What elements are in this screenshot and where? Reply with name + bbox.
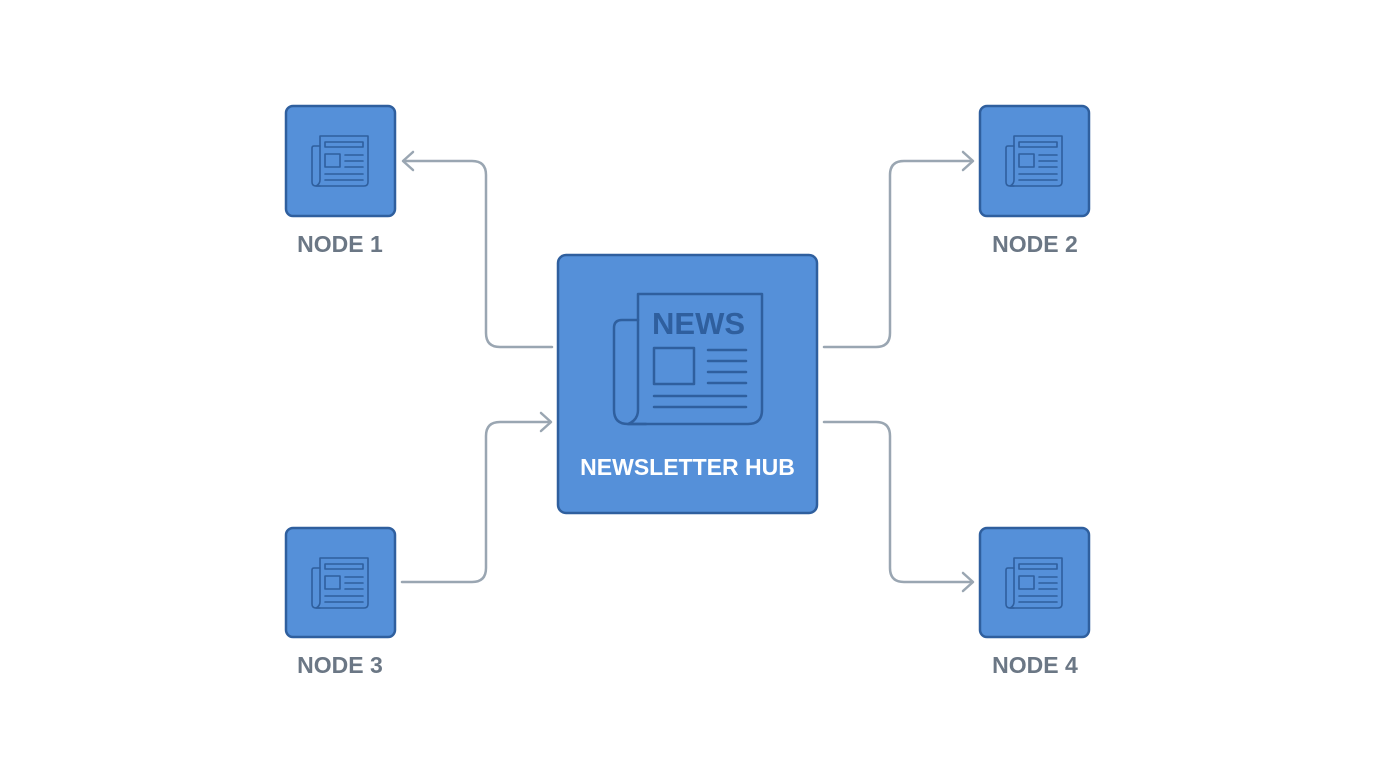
node-2-label: NODE 2 xyxy=(992,231,1078,257)
newspaper-icon xyxy=(311,557,369,609)
connectors xyxy=(400,150,975,593)
news-icon-text: NEWS xyxy=(652,306,745,341)
connector-node-3-to-hub xyxy=(400,420,552,584)
node-2[interactable] xyxy=(978,104,1091,218)
connector-hub-to-node-4 xyxy=(822,420,974,584)
node-3-label: NODE 3 xyxy=(297,652,383,678)
newspaper-icon xyxy=(1005,557,1063,609)
node-3[interactable] xyxy=(284,526,397,639)
hub-label: NEWSLETTER HUB xyxy=(580,454,795,480)
arrowhead-node-4 xyxy=(961,571,975,593)
connector-hub-to-node-1 xyxy=(402,159,554,349)
node-4[interactable] xyxy=(978,526,1091,639)
newspaper-icon xyxy=(1005,135,1063,187)
newspaper-icon: NEWS xyxy=(612,292,764,426)
node-1[interactable] xyxy=(284,104,397,218)
arrowhead-node-2 xyxy=(961,150,975,172)
node-4-label: NODE 4 xyxy=(992,652,1078,678)
arrowhead-node-1 xyxy=(401,150,415,172)
connector-hub-to-node-2 xyxy=(822,159,974,349)
newsletter-hub[interactable]: NEWS NEWSLETTER HUB xyxy=(556,253,819,515)
newspaper-icon xyxy=(311,135,369,187)
arrowhead-hub xyxy=(539,411,553,433)
node-1-label: NODE 1 xyxy=(297,231,383,257)
